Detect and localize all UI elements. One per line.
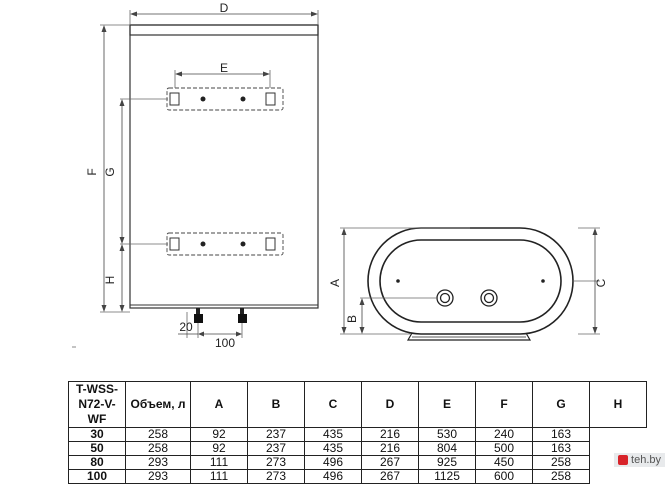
technical-drawing: D E F G [72, 1, 608, 350]
table-cell: 500 [475, 441, 533, 456]
table-cell: 804 [418, 441, 476, 456]
dimension-f-label: F [85, 168, 99, 175]
table-cell: 258 [125, 441, 191, 456]
volume-cell: 50 [68, 441, 126, 456]
dimension-pipe-spacing-label: 100 [215, 336, 235, 350]
column-header: H [589, 381, 647, 428]
column-header: E [418, 381, 476, 428]
dimension-c: C [578, 227, 608, 335]
volume-cell: 100 [68, 469, 126, 484]
volume-cell: 30 [68, 427, 126, 442]
column-header: B [247, 381, 305, 428]
table-cell: 258 [532, 455, 590, 470]
table-cell: 258 [125, 427, 191, 442]
upper-mounting-bracket [166, 87, 284, 111]
model-cell: T-WSS-N72-V-WF [68, 381, 126, 428]
table-cell: 293 [125, 469, 191, 484]
table-cell: 496 [304, 469, 362, 484]
dimension-g: G [103, 99, 125, 244]
table-cell: 450 [475, 455, 533, 470]
water-pipes [194, 308, 247, 323]
dimension-e-label: E [220, 61, 228, 75]
dimension-pipe-offset-label: 20 [179, 320, 193, 334]
table-cell: 92 [190, 441, 248, 456]
dimension-c-label: C [594, 278, 608, 287]
table-header-row: T-WSS-N72-V-WF Объем, л A B C D E F G H [68, 381, 647, 428]
table-cell: 273 [247, 469, 305, 484]
table-cell: 267 [361, 469, 419, 484]
table-cell: 111 [190, 455, 248, 470]
dimension-pipe-offset: 20 [178, 312, 199, 338]
column-header: G [532, 381, 590, 428]
table-row: 30 258 92 237 435 216 530 240 163 [68, 427, 647, 442]
dimension-a-label: A [328, 279, 342, 287]
site-logo-icon [618, 455, 629, 466]
table-cell: 925 [418, 455, 476, 470]
dimension-b: B [345, 298, 365, 334]
table-cell: 237 [247, 441, 305, 456]
dimension-f: F [85, 25, 107, 312]
dimension-h: H [103, 244, 125, 312]
table-cell: 267 [361, 455, 419, 470]
table-cell: 496 [304, 455, 362, 470]
volume-cell: 80 [68, 455, 126, 470]
table-row: 100 293 111 273 496 267 1125 600 258 [68, 469, 647, 484]
table-cell: 216 [361, 427, 419, 442]
dimension-pipe-spacing: 100 [198, 323, 243, 350]
volume-header: Объем, л [125, 381, 191, 428]
tank-side-view [367, 227, 574, 341]
table-cell: 92 [190, 427, 248, 442]
table-cell: 111 [190, 469, 248, 484]
column-header: C [304, 381, 362, 428]
dimension-b-label: B [345, 315, 359, 323]
table-cell: 600 [475, 469, 533, 484]
table-cell: 293 [125, 455, 191, 470]
table-cell: 1125 [418, 469, 476, 484]
dimension-h-label: H [103, 276, 117, 285]
table-cell: 163 [532, 441, 590, 456]
dimensions-table: T-WSS-N72-V-WF Объем, л A B C D E F G H … [68, 381, 647, 484]
table-cell: 216 [361, 441, 419, 456]
column-header: F [475, 381, 533, 428]
column-header: D [361, 381, 419, 428]
dimension-g-label: G [103, 167, 117, 176]
watermark: teh.by [614, 453, 665, 467]
dimension-d: D [129, 1, 319, 25]
dimension-d-label: D [220, 1, 229, 15]
dimension-a: A [328, 228, 347, 334]
column-header: A [190, 381, 248, 428]
table-row: 80 293 111 273 496 267 925 450 258 [68, 455, 647, 470]
dimension-e: E [174, 61, 271, 88]
table-cell: 240 [475, 427, 533, 442]
table-cell: 258 [532, 469, 590, 484]
table-cell: 237 [247, 427, 305, 442]
table-cell: 530 [418, 427, 476, 442]
table-cell: 435 [304, 427, 362, 442]
tank-top-cap [129, 24, 319, 36]
table-row: 50 258 92 237 435 216 804 500 163 [68, 441, 647, 456]
table-cell: 163 [532, 427, 590, 442]
table-cell: 435 [304, 441, 362, 456]
lower-mounting-bracket [166, 232, 284, 256]
watermark-text: teh.by [631, 454, 661, 466]
table-cell: 273 [247, 455, 305, 470]
